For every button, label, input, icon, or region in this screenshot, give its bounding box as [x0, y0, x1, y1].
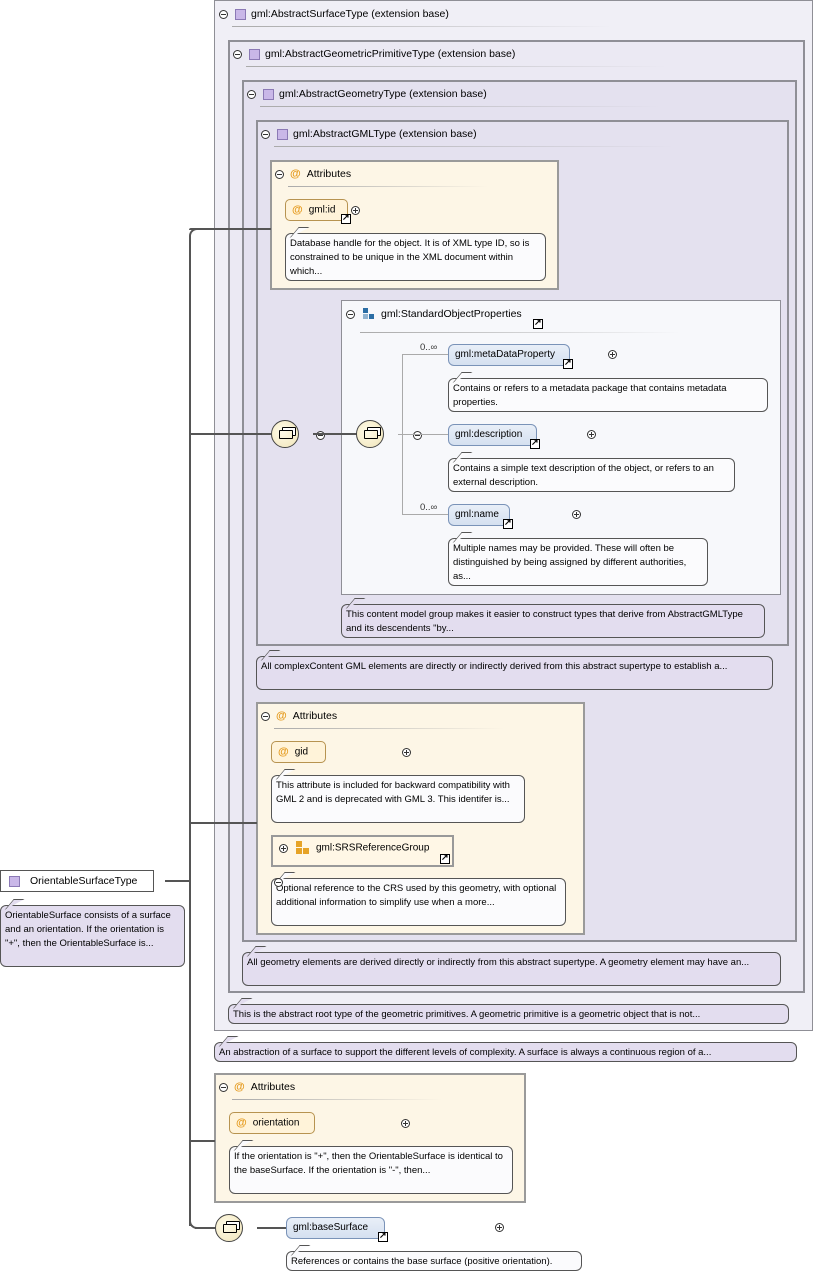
- collapse-icon[interactable]: [275, 169, 284, 179]
- srs-reference-group[interactable]: gml:SRSReferenceGroup: [271, 835, 454, 867]
- geometric-primitive-extension-header: gml:AbstractGeometricPrimitiveType (exte…: [233, 48, 515, 60]
- meta-data-property-element[interactable]: gml:metaDataProperty: [448, 344, 570, 366]
- gml-extension-note: All complexContent GML elements are dire…: [256, 656, 773, 690]
- link-arrow-icon[interactable]: [530, 437, 540, 449]
- sequence-compositor-icon[interactable]: [271, 420, 299, 448]
- link-arrow-icon[interactable]: [378, 1230, 388, 1242]
- gid-label: gid: [294, 746, 309, 758]
- name-element[interactable]: gml:name: [448, 504, 510, 526]
- root-label: OrientableSurfaceType: [30, 875, 138, 887]
- name-note: Multiple names may be provided. These wi…: [448, 538, 708, 586]
- root-note: OrientableSurface consists of a surface …: [0, 905, 185, 967]
- orientable-attributes-title: Attributes: [250, 1081, 296, 1094]
- expand-icon[interactable]: [495, 1222, 505, 1232]
- link-arrow-icon[interactable]: [563, 357, 573, 369]
- collapse-icon[interactable]: [346, 309, 355, 319]
- collapse-icon[interactable]: [273, 877, 283, 887]
- base-surface-element[interactable]: gml:baseSurface: [286, 1217, 385, 1239]
- gml-attributes-header: @ Attributes: [275, 168, 351, 180]
- gml-id-note: Database handle for the object. It is of…: [285, 233, 546, 281]
- geometry-extension-label: gml:AbstractGeometryType (extension base…: [279, 88, 487, 101]
- collapse-icon[interactable]: [261, 711, 270, 721]
- surface-extension-label: gml:AbstractSurfaceType (extension base): [251, 8, 449, 21]
- meta-data-property-note: Contains or refers to a metadata package…: [448, 378, 768, 412]
- standard-object-properties-header: gml:StandardObjectProperties: [346, 308, 522, 320]
- collapse-icon[interactable]: [219, 1082, 228, 1092]
- orientation-attribute[interactable]: @ orientation: [229, 1112, 315, 1134]
- link-arrow-icon[interactable]: [533, 317, 543, 329]
- geometry-extension-header: gml:AbstractGeometryType (extension base…: [247, 88, 487, 100]
- expand-icon[interactable]: [279, 843, 288, 853]
- gid-note: This attribute is included for backward …: [271, 775, 525, 823]
- attribute-icon: @: [292, 204, 303, 216]
- orientation-label: orientation: [252, 1117, 300, 1129]
- attribute-icon: @: [236, 1117, 247, 1129]
- gml-id-attribute[interactable]: @ gml:id: [285, 199, 348, 221]
- complex-type-icon: [9, 875, 20, 887]
- attribute-icon: @: [234, 1081, 245, 1094]
- geometric-primitive-extension-label: gml:AbstractGeometricPrimitiveType (exte…: [265, 48, 516, 61]
- complex-type-icon: [263, 88, 274, 100]
- expand-icon[interactable]: [401, 1118, 411, 1128]
- surface-extension-header: gml:AbstractSurfaceType (extension base): [219, 8, 449, 20]
- geometry-attributes-header: @ Attributes: [261, 710, 337, 722]
- expand-icon[interactable]: [571, 509, 581, 519]
- attribute-icon: @: [278, 746, 289, 758]
- meta-data-property-label: gml:metaDataProperty: [455, 349, 556, 360]
- orientation-note: If the orientation is "+", then the Orie…: [229, 1146, 513, 1194]
- link-arrow-icon[interactable]: [440, 852, 450, 864]
- standard-object-properties-label: gml:StandardObjectProperties: [381, 308, 522, 321]
- attribute-icon: @: [290, 168, 301, 181]
- link-arrow-icon[interactable]: [341, 212, 351, 224]
- collapse-icon[interactable]: [261, 129, 270, 139]
- collapse-icon[interactable]: [315, 430, 325, 440]
- description-element[interactable]: gml:description: [448, 424, 537, 446]
- surface-extension-note: An abstraction of a surface to support t…: [214, 1042, 797, 1062]
- gml-extension-header: gml:AbstractGMLType (extension base): [261, 128, 477, 140]
- srs-reference-group-note: Optional reference to the CRS used by th…: [271, 878, 566, 926]
- attribute-icon: @: [276, 710, 287, 723]
- geometric-primitive-extension-note: This is the abstract root type of the ge…: [228, 1004, 789, 1024]
- description-note: Contains a simple text description of th…: [448, 458, 735, 492]
- gml-id-label: gml:id: [308, 204, 336, 216]
- expand-icon[interactable]: [401, 747, 411, 757]
- expand-icon[interactable]: [608, 349, 618, 359]
- link-arrow-icon[interactable]: [503, 517, 513, 529]
- sequence-compositor-icon[interactable]: [215, 1214, 243, 1242]
- group-icon: [363, 308, 375, 320]
- geometry-extension-note: All geometry elements are derived direct…: [242, 952, 781, 986]
- collapse-icon[interactable]: [412, 430, 422, 440]
- standard-object-properties-note: This content model group makes it easier…: [341, 604, 765, 638]
- complex-type-icon: [249, 48, 260, 60]
- base-surface-label: gml:baseSurface: [293, 1222, 369, 1233]
- complex-type-icon: [235, 8, 246, 20]
- attribute-group-icon: [296, 841, 310, 855]
- srs-reference-group-label: gml:SRSReferenceGroup: [316, 842, 430, 854]
- gid-attribute[interactable]: @ gid: [271, 741, 326, 763]
- expand-icon[interactable]: [587, 429, 597, 439]
- cardinality-label: 0..∞: [420, 502, 438, 513]
- expand-icon[interactable]: [351, 205, 360, 215]
- cardinality-label: 0..∞: [420, 342, 438, 353]
- sequence-compositor-icon[interactable]: [356, 420, 384, 448]
- description-label: gml:description: [455, 429, 523, 440]
- complex-type-icon: [277, 128, 288, 140]
- name-label: gml:name: [455, 509, 499, 520]
- orientable-attributes-header: @ Attributes: [219, 1081, 295, 1093]
- geometry-attributes-title: Attributes: [292, 710, 338, 723]
- base-surface-note: References or contains the base surface …: [286, 1251, 582, 1271]
- collapse-icon[interactable]: [247, 89, 256, 99]
- gml-attributes-title: Attributes: [306, 168, 352, 181]
- orientable-surface-type-node[interactable]: OrientableSurfaceType: [0, 870, 154, 892]
- collapse-icon[interactable]: [219, 9, 228, 19]
- collapse-icon[interactable]: [233, 49, 242, 59]
- gml-extension-label: gml:AbstractGMLType (extension base): [293, 128, 477, 141]
